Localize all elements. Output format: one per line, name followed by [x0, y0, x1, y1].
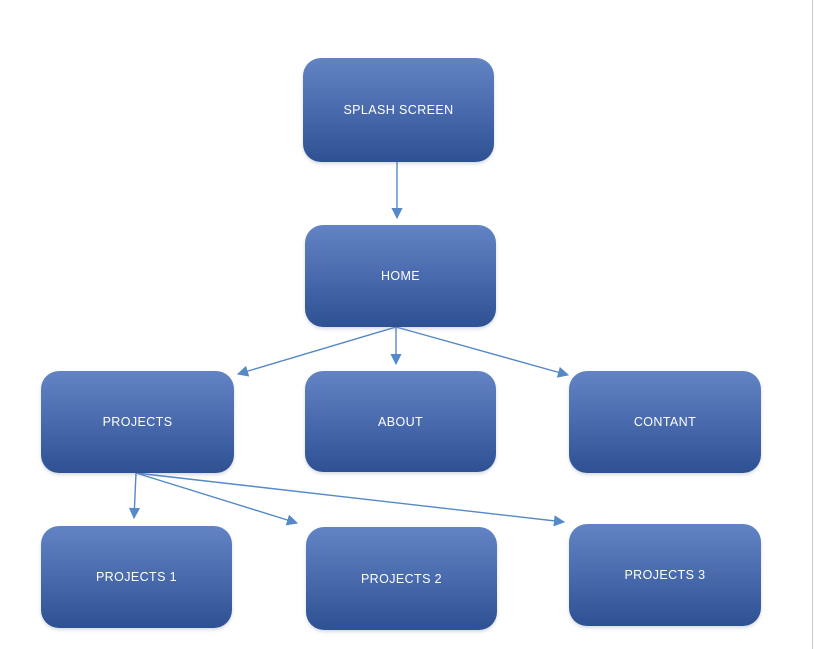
node-about-label: ABOUT	[377, 414, 424, 429]
node-home[interactable]: HOME	[305, 225, 496, 327]
node-projects-3-label: PROJECTS 3	[624, 568, 706, 582]
connector-projects-to-projects1	[128, 472, 141, 520]
node-projects-3[interactable]: PROJECTS 3	[569, 524, 761, 626]
node-contant-label: CONTANT	[633, 415, 697, 429]
node-splash-screen[interactable]: SPLASH SCREEN	[303, 58, 494, 162]
node-projects-1[interactable]: PROJECTS 1	[41, 526, 232, 628]
node-home-label: HOME	[380, 269, 421, 283]
node-contant[interactable]: CONTANT	[569, 371, 761, 473]
node-projects-1-label: PROJECTS 1	[95, 570, 178, 584]
connector-home-to-projects	[236, 326, 397, 377]
node-projects-2[interactable]: PROJECTS 2	[306, 527, 497, 630]
page-edge-line	[812, 0, 813, 649]
node-splash-screen-label: SPLASH SCREEN	[343, 103, 454, 117]
node-projects-label: PROJECTS	[102, 415, 173, 429]
connector-home-to-contant	[395, 326, 570, 378]
node-about[interactable]: ABOUT	[305, 371, 496, 472]
node-projects-2-label: PROJECTS 2	[360, 571, 443, 586]
node-projects[interactable]: PROJECTS	[41, 371, 234, 473]
connector-projects-to-projects3	[135, 472, 566, 527]
connector-projects-to-projects2	[135, 472, 299, 526]
